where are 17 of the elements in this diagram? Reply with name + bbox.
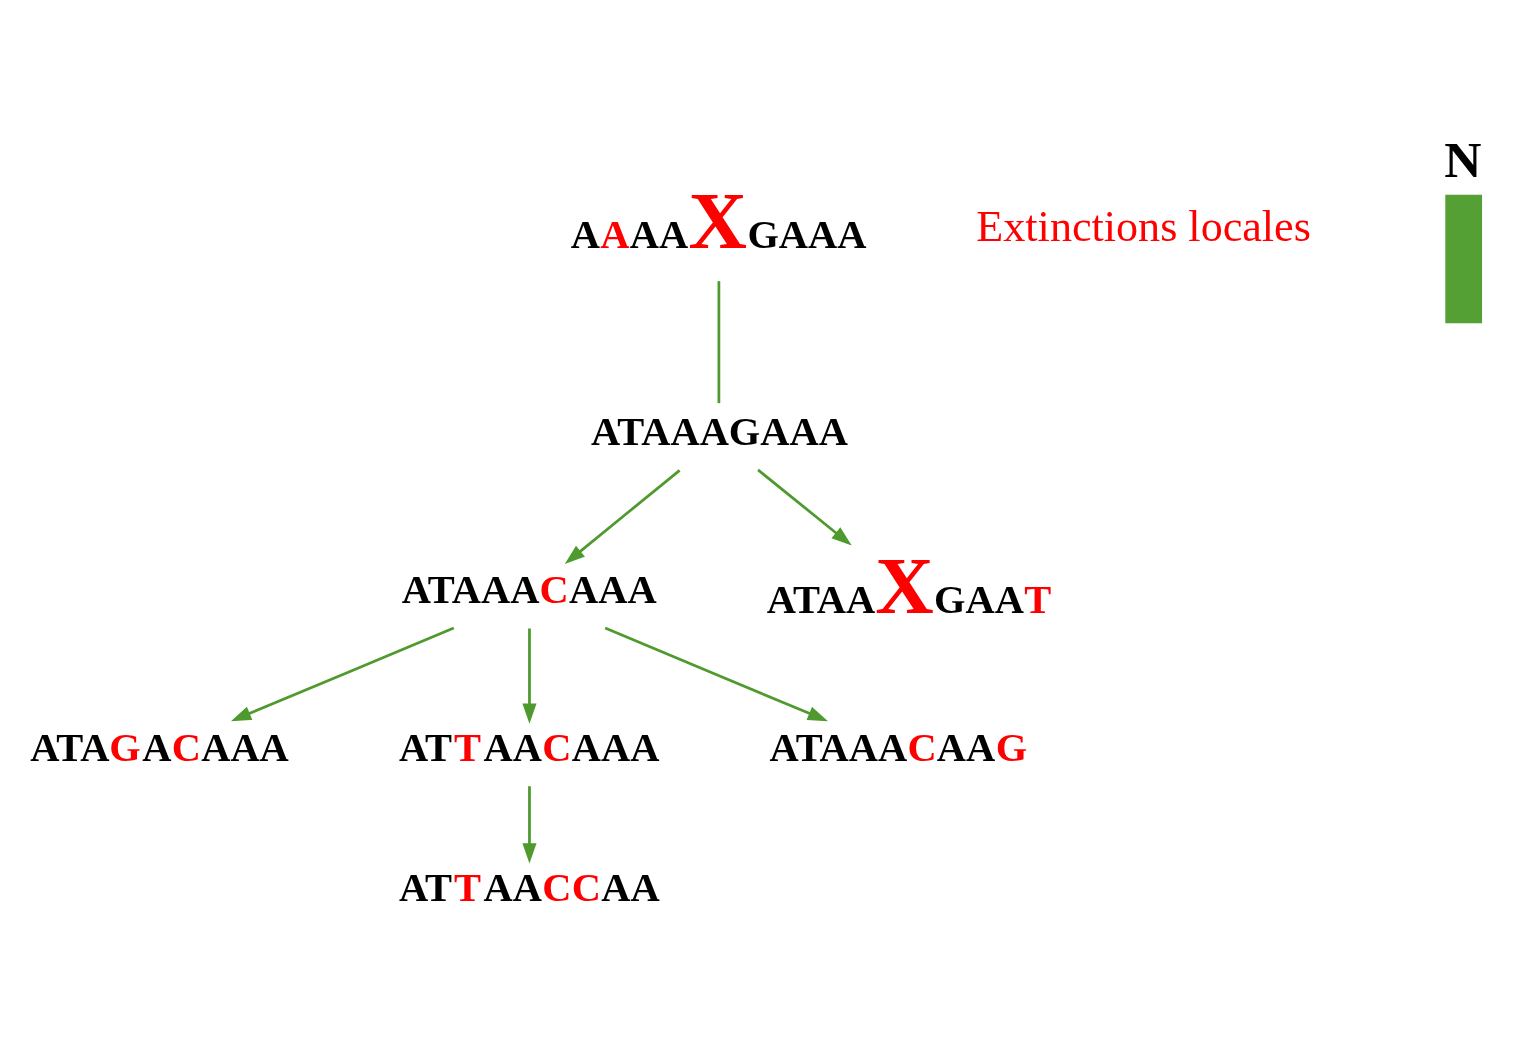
arrow — [230, 626, 455, 722]
node-text: ATAGACAAA — [30, 725, 289, 771]
node-text: ATAAACAAA — [401, 567, 657, 613]
arrow — [604, 626, 828, 722]
node-text: ATAAXGAAT — [766, 541, 1052, 632]
label: Extinctions locales — [976, 201, 1311, 251]
arrow — [564, 469, 681, 564]
node-text: AAAAXGAAA — [570, 176, 867, 267]
node-text: ATTAACAAA — [398, 725, 660, 771]
node-text: ATAAAGAAA — [591, 408, 848, 454]
node-text: ATTAACCAA — [398, 865, 660, 910]
arrow — [522, 786, 537, 864]
connector — [717, 281, 721, 404]
label: N — [1444, 130, 1482, 188]
arrow — [757, 468, 852, 546]
node-text: ATAAACAAG — [769, 725, 1028, 771]
arrow — [522, 628, 537, 724]
